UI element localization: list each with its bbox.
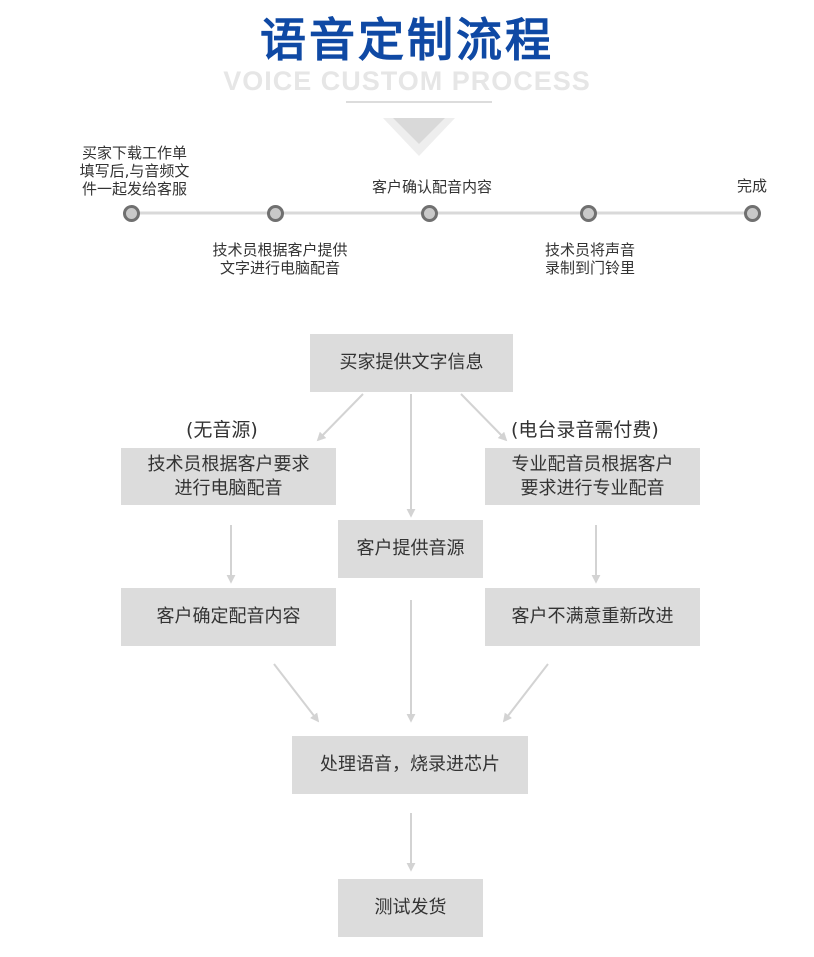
timeline-dot-5 [744,205,761,222]
chevron-down-icon [383,118,455,156]
timeline-step-5: 完成 [736,177,767,195]
timeline-dot-3 [421,205,438,222]
timeline-line [124,211,760,215]
middle-box-customer-audio: 客户提供音源 [338,520,483,578]
timeline-dot-4 [580,205,597,222]
process-box: 处理语音，烧录进芯片 [292,736,528,794]
left-box-confirm-content: 客户确定配音内容 [121,588,336,646]
timeline-step-1: 买家下载工作单 填写后,与音频文 件一起发给客服 [79,144,190,198]
timeline-dot-2 [267,205,284,222]
header-divider [346,101,492,103]
left-branch-note: (无音源) [186,419,258,441]
final-box: 测试发货 [338,879,483,937]
left-box-computer-voice: 技术员根据客户要求 进行电脑配音 [121,448,336,505]
timeline-dot-1 [123,205,140,222]
page-title: 语音定制流程 [260,13,554,67]
timeline-step-2: 技术员根据客户提供 文字进行电脑配音 [212,241,348,277]
page-subtitle: VOICE CUSTOM PROCESS [223,66,591,96]
right-box-revise: 客户不满意重新改进 [485,588,700,646]
timeline-step-4: 技术员将声音 录制到门铃里 [544,241,635,277]
start-box: 买家提供文字信息 [310,334,513,392]
right-branch-note: (电台录音需付费) [511,419,659,441]
timeline-step-3: 客户确认配音内容 [371,178,492,196]
right-box-professional-voice: 专业配音员根据客户 要求进行专业配音 [485,448,700,505]
